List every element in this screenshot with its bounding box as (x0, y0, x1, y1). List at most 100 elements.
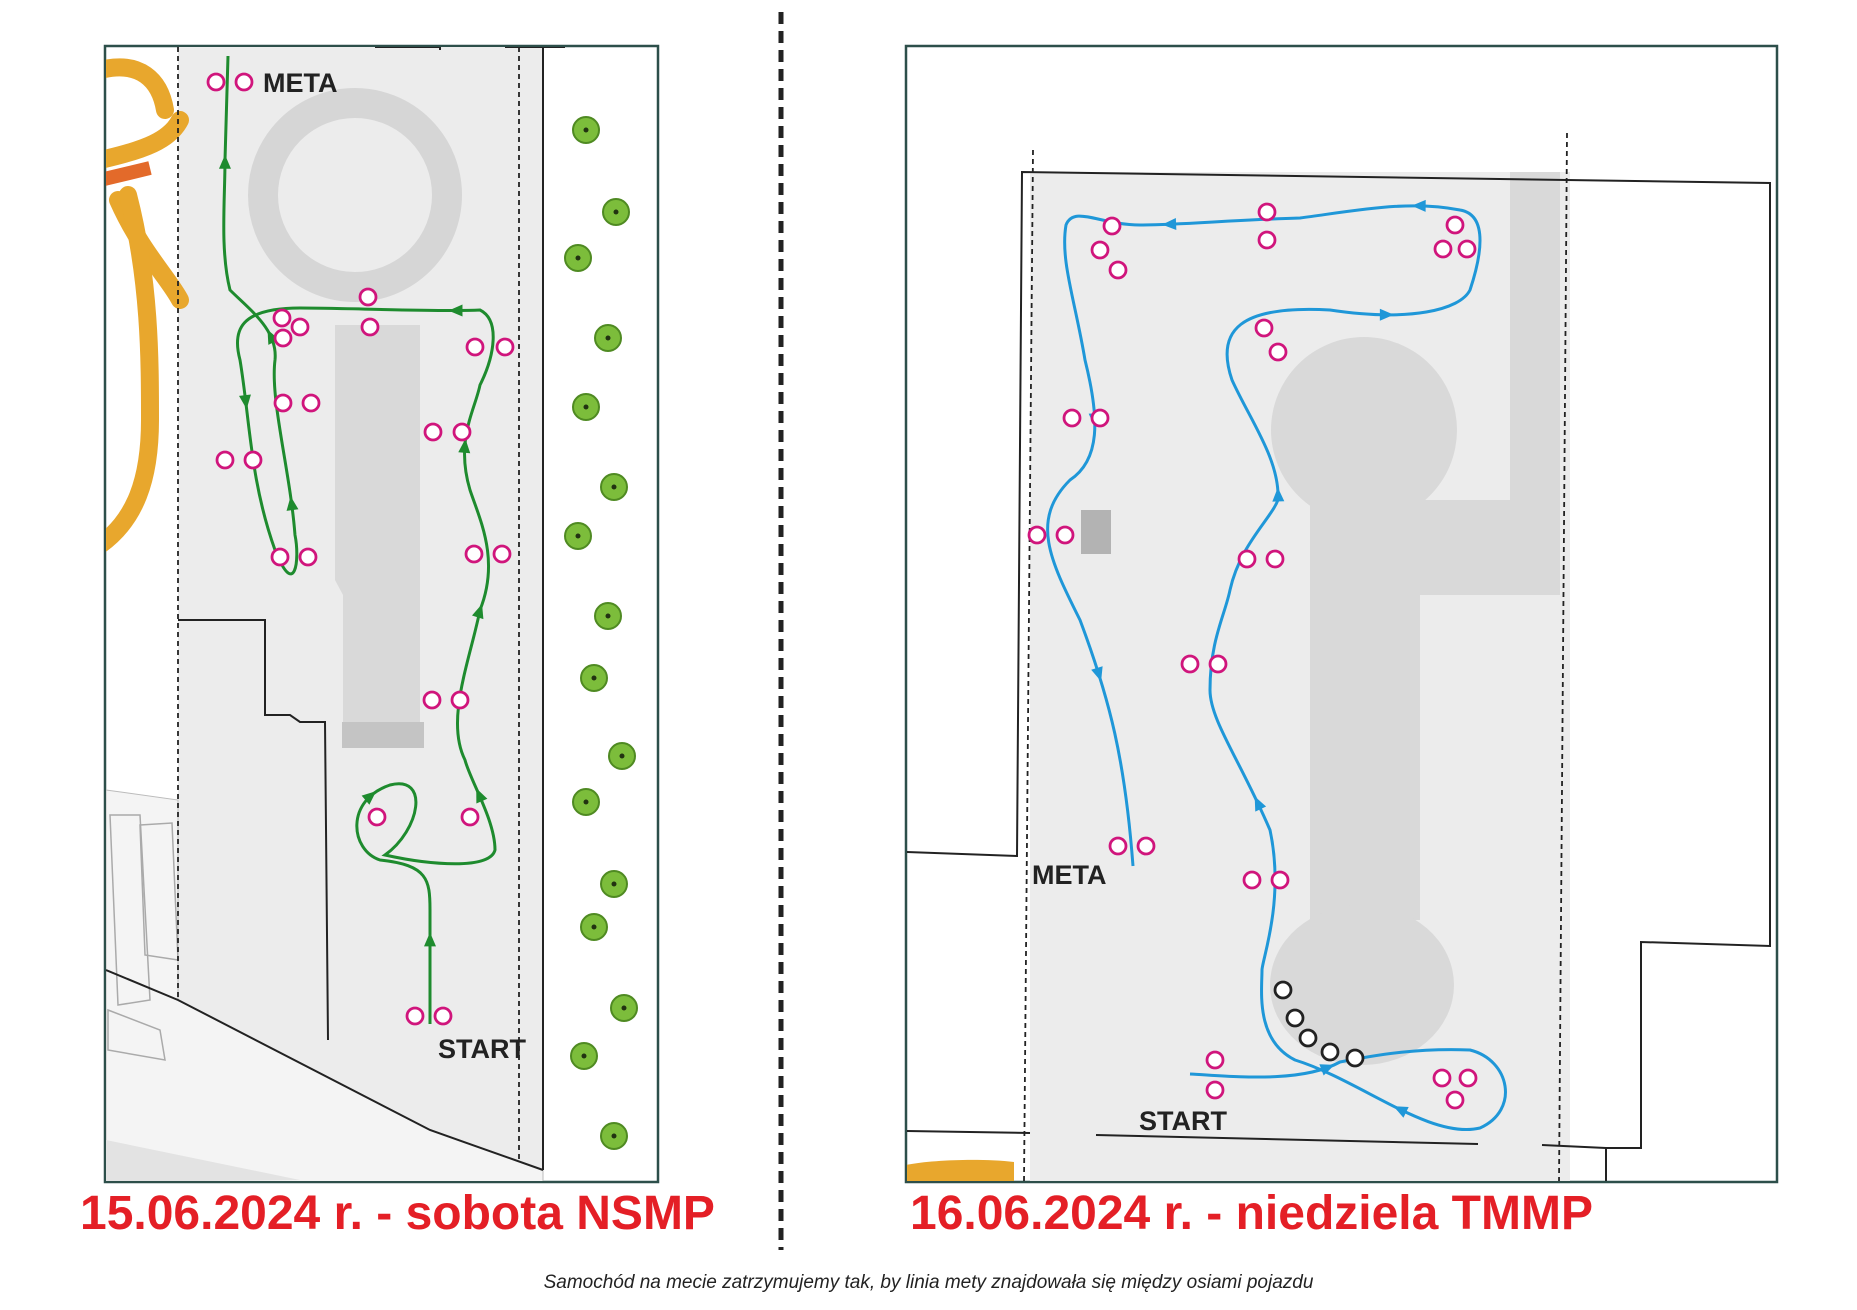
route-arrow (218, 154, 231, 169)
cone (243, 450, 263, 470)
cone (1445, 215, 1465, 235)
cone (273, 393, 293, 413)
cone (358, 287, 378, 307)
route-arrow (1411, 199, 1426, 212)
tree-icon (580, 913, 608, 941)
tree-row (564, 116, 638, 1150)
street-corner (106, 1140, 300, 1181)
roundabout-ring (248, 88, 462, 302)
cone-dark (1273, 980, 1293, 1000)
cone (270, 547, 290, 567)
cone (1027, 525, 1047, 545)
route-arrow (476, 788, 488, 804)
cone (290, 317, 310, 337)
tree-icon (564, 244, 592, 272)
route-arrow (1393, 1106, 1409, 1118)
cone (1265, 549, 1285, 569)
cone-dark (1298, 1028, 1318, 1048)
route-arrow (239, 394, 251, 410)
small-block (1081, 510, 1111, 554)
road-segment-red (106, 161, 152, 186)
cone (1270, 870, 1290, 890)
cone (1432, 1068, 1452, 1088)
cone (1055, 525, 1075, 545)
cone (433, 1006, 453, 1026)
cone (405, 1006, 425, 1026)
cone (452, 422, 472, 442)
tree-icon (600, 1122, 628, 1150)
building-wing (1310, 440, 1420, 600)
finish-label-left: META (263, 68, 338, 98)
finish-label-right: META (1032, 860, 1107, 890)
route-arrows-right (1088, 199, 1426, 1118)
footnote: Samochód na mecie zatrzymujemy tak, by l… (543, 1272, 1314, 1293)
route-arrow (1379, 308, 1394, 321)
tree-icon (608, 742, 636, 770)
route-arrow (1254, 796, 1267, 812)
tree-icon (572, 788, 600, 816)
cone (367, 807, 387, 827)
cone (1136, 836, 1156, 856)
cones-right (1027, 202, 1478, 1110)
building-outline (907, 170, 1771, 1181)
left-course-map: META START (103, 44, 660, 1184)
cone (464, 544, 484, 564)
tree-icon (570, 1042, 598, 1070)
cones-left (206, 72, 515, 1026)
cone (206, 72, 226, 92)
planter-strip (335, 325, 420, 725)
cone (1090, 240, 1110, 260)
cone (1205, 1080, 1225, 1100)
road (106, 58, 189, 552)
tree-icon (572, 393, 600, 421)
route-arrow (1319, 1064, 1335, 1076)
cone (422, 690, 442, 710)
cone (1445, 1090, 1465, 1110)
cone (450, 690, 470, 710)
date-title-left: 15.06.2024 r. - sobota NSMP (80, 1187, 715, 1240)
route-arrow (1162, 218, 1177, 231)
tree-icon (564, 522, 592, 550)
cone (1257, 230, 1277, 250)
cone (1254, 318, 1274, 338)
cone (1108, 836, 1128, 856)
cone (492, 544, 512, 564)
building-end (1270, 905, 1454, 1065)
cone (272, 308, 292, 328)
cone (1268, 342, 1288, 362)
start-label-left: START (438, 1034, 526, 1064)
cone (495, 337, 515, 357)
cone (1208, 654, 1228, 674)
cone-dark (1320, 1042, 1340, 1062)
cone (298, 547, 318, 567)
tree-icon (602, 198, 630, 226)
route-arrows-left (218, 154, 488, 947)
tree-icon (594, 324, 622, 352)
tree-icon (580, 664, 608, 692)
right-course-map: META START (904, 44, 1779, 1184)
cone (1102, 216, 1122, 236)
date-title-right: 16.06.2024 r. - niedziela TMMP (910, 1187, 1593, 1240)
route-arrow (1272, 487, 1285, 502)
route-line-left (222, 55, 497, 1024)
cone (1457, 239, 1477, 259)
dashed-boundary (177, 47, 520, 1160)
cone (1458, 1068, 1478, 1088)
planter-strip (1310, 590, 1420, 920)
route-arrow (458, 438, 471, 454)
start-label-right: START (1139, 1106, 1227, 1136)
cone (1062, 408, 1082, 428)
tree-icon (572, 116, 600, 144)
route-arrow (448, 304, 463, 317)
cone (423, 422, 443, 442)
cone (1257, 202, 1277, 222)
cone (1090, 408, 1110, 428)
route-arrow (361, 791, 377, 805)
cone (1205, 1050, 1225, 1070)
route-arrow (471, 604, 484, 620)
tree-icon (594, 602, 622, 630)
cone (215, 450, 235, 470)
cone (1237, 549, 1257, 569)
cone (1433, 239, 1453, 259)
